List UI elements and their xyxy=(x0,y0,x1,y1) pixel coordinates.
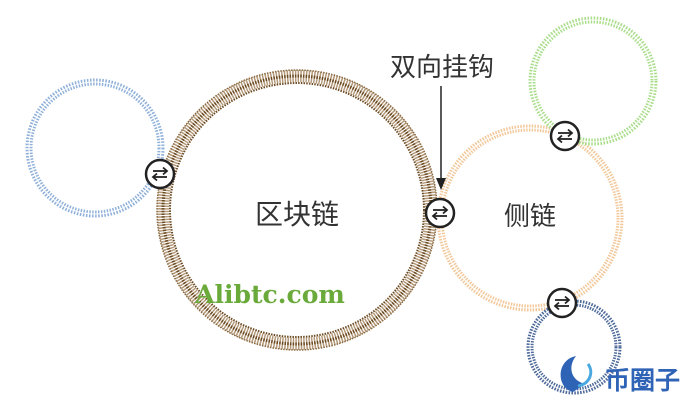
peg-node-main-side xyxy=(424,197,456,229)
two-way-arrows-icon xyxy=(151,166,169,182)
peg-node-top-right xyxy=(549,120,581,152)
peg-node-bottom-right xyxy=(546,287,578,319)
two-way-arrows-icon xyxy=(556,128,574,144)
two-way-peg-label: 双向挂钩 xyxy=(390,53,494,83)
peg-pointer-arrow xyxy=(436,86,446,190)
blue-side-chain xyxy=(25,78,165,218)
main-chain-label: 区块链 xyxy=(255,198,339,231)
watermark-text: Alibtc.com xyxy=(194,280,345,309)
logo-text: 币圈子 xyxy=(605,366,680,395)
two-way-arrows-icon xyxy=(431,205,449,221)
peg-node-left xyxy=(144,158,176,190)
two-way-arrows-icon xyxy=(553,295,571,311)
logo-swirl-icon xyxy=(560,356,593,392)
side-chain-label: 侧链 xyxy=(504,202,556,232)
green-side-chain xyxy=(528,16,658,146)
brand-logo: 币圈子 xyxy=(560,356,680,395)
